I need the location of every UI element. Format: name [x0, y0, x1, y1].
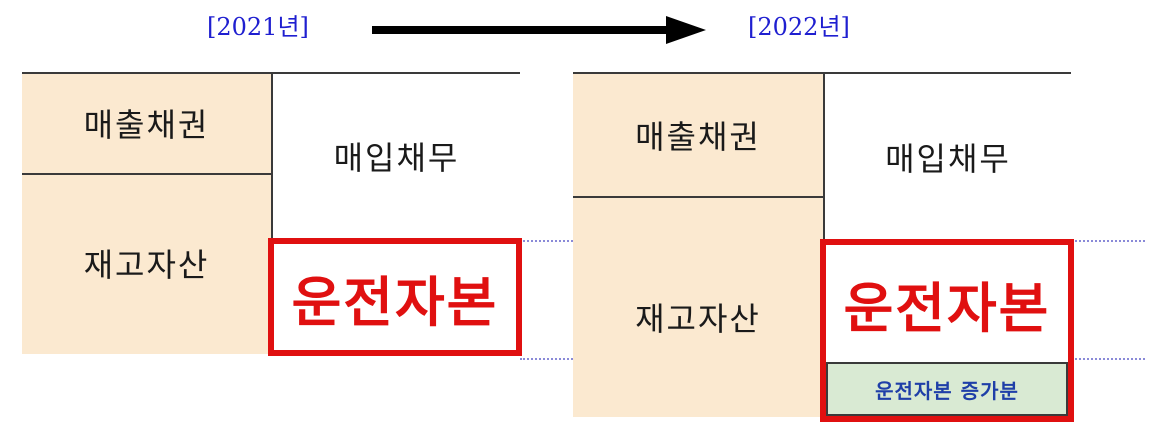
- year-label-from: [2021년]: [207, 13, 309, 41]
- divider-line: [573, 196, 823, 198]
- divider-line: [22, 173, 271, 175]
- receivables-label: 매출채권: [635, 117, 761, 156]
- center-divider: [271, 72, 273, 240]
- year-label-to: [2022년]: [748, 13, 850, 41]
- receivables-label: 매출채권: [83, 106, 210, 144]
- payables-label: 매입채무: [885, 140, 1011, 178]
- right-arrow-icon: [372, 16, 706, 44]
- inventory-label: 재고자산: [635, 300, 761, 338]
- receivables-block: 매출채권: [22, 72, 271, 174]
- payables-label: 매입채무: [333, 139, 460, 177]
- receivables-block: 매출채권: [573, 72, 823, 197]
- top-border: [573, 72, 1071, 74]
- payables-block: 매입채무: [825, 72, 1071, 242]
- working-capital-box: 운전자본: [268, 238, 522, 356]
- balance-panel-2021: 매출채권 재고자산 매입채무 운전자본: [22, 72, 522, 362]
- payables-block: 매입채무: [273, 72, 520, 240]
- working-capital-label: 운전자본: [843, 276, 1051, 340]
- working-capital-label: 운전자본: [291, 269, 499, 334]
- working-capital-increase-block: 운전자본 증가분: [826, 362, 1068, 416]
- inventory-block: 재고자산: [573, 197, 823, 417]
- inventory-block: 재고자산: [22, 174, 271, 354]
- inventory-label: 재고자산: [83, 246, 210, 284]
- working-capital-increase-label: 운전자본 증가분: [875, 378, 1019, 403]
- working-capital-outline: 운전자본 운전자본 증가분: [820, 239, 1074, 422]
- balance-panel-2022: 매출채권 재고자산 매입채무 운전자본 운전자본 증가분: [573, 72, 1074, 422]
- working-capital-area: 운전자본: [826, 245, 1068, 362]
- center-divider: [823, 72, 825, 242]
